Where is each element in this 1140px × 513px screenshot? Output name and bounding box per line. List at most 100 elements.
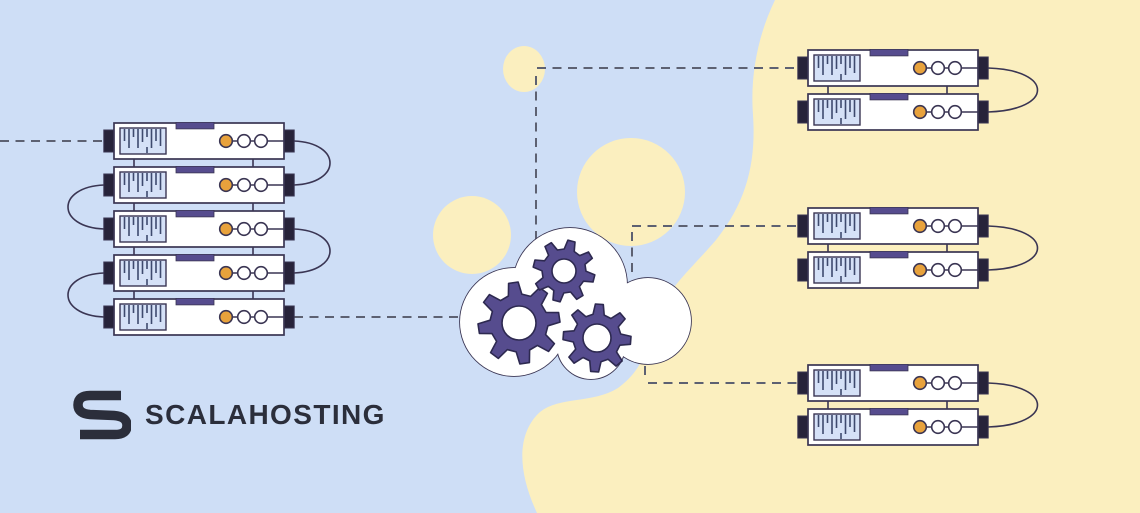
server-cap-right-icon	[282, 217, 295, 241]
server-chassis	[807, 93, 979, 131]
server-led-icon	[253, 309, 269, 325]
server-led-icon	[236, 309, 252, 325]
server-cap-right-icon	[976, 214, 989, 238]
server-cap-left-icon	[797, 258, 810, 282]
server-cap-right-icon	[282, 129, 295, 153]
server-unit	[103, 122, 295, 160]
server-drive-bars-icon	[123, 261, 162, 285]
server-drive-icon	[813, 369, 861, 397]
server-chassis	[807, 49, 979, 87]
server-unit	[103, 210, 295, 248]
server-led-icon	[253, 265, 269, 281]
server-led-icon	[947, 104, 963, 120]
server-chassis	[807, 251, 979, 289]
server-led-orange-icon	[218, 309, 234, 325]
server-chassis	[807, 207, 979, 245]
connection-dashed-lines	[0, 67, 798, 384]
scalahosting-mark-icon	[73, 390, 131, 440]
server-cap-right-icon	[976, 258, 989, 282]
server-cap-right-icon	[282, 173, 295, 197]
server-panel-bar	[175, 254, 215, 262]
server-unit	[103, 298, 295, 336]
server-drive-icon	[813, 413, 861, 441]
server-led-icon	[236, 221, 252, 237]
server-led-orange-icon	[218, 177, 234, 193]
server-unit	[797, 93, 989, 131]
server-drive-bars-icon	[817, 100, 856, 124]
server-drive-icon	[119, 259, 167, 287]
server-unit	[797, 364, 989, 402]
gear-icon	[477, 281, 561, 365]
server-led-icon	[947, 419, 963, 435]
server-cap-left-icon	[103, 129, 116, 153]
server-drive-bars-icon	[817, 258, 856, 282]
server-panel-bar	[869, 251, 909, 259]
server-cap-left-icon	[103, 305, 116, 329]
server-drive-icon	[813, 54, 861, 82]
server-chassis	[113, 254, 285, 292]
brand-logo: SCALAHOSTING	[73, 388, 386, 442]
server-chassis	[113, 122, 285, 160]
server-led-icon	[236, 265, 252, 281]
server-cap-left-icon	[103, 261, 116, 285]
server-drive-bars-icon	[817, 214, 856, 238]
gear-icon	[532, 239, 596, 303]
server-cap-right-icon	[976, 56, 989, 80]
server-cap-left-icon	[797, 214, 810, 238]
server-cap-left-icon	[797, 100, 810, 124]
server-drive-icon	[813, 98, 861, 126]
server-led-icon	[253, 133, 269, 149]
server-cap-left-icon	[103, 217, 116, 241]
server-panel-bar	[175, 210, 215, 218]
server-drive-bars-icon	[817, 415, 856, 439]
server-cap-left-icon	[797, 371, 810, 395]
server-led-icon	[930, 218, 946, 234]
server-cap-right-icon	[282, 261, 295, 285]
server-led-icon	[930, 60, 946, 76]
server-drive-icon	[119, 127, 167, 155]
server-panel-bar	[869, 49, 909, 57]
server-chassis	[113, 298, 285, 336]
server-unit	[797, 207, 989, 245]
server-cap-right-icon	[976, 415, 989, 439]
server-unit	[797, 49, 989, 87]
cloud-icon	[459, 227, 692, 380]
rack-cables	[67, 67, 1039, 428]
server-led-icon	[253, 177, 269, 193]
server-led-icon	[947, 218, 963, 234]
brand-name: SCALAHOSTING	[145, 399, 386, 430]
server-drive-bars-icon	[123, 217, 162, 241]
server-cap-left-icon	[103, 173, 116, 197]
server-led-orange-icon	[218, 133, 234, 149]
server-chassis	[113, 166, 285, 204]
server-cap-right-icon	[976, 100, 989, 124]
server-chassis	[807, 408, 979, 446]
server-panel-bar	[869, 93, 909, 101]
server-drive-bars-icon	[123, 173, 162, 197]
server-drive-bars-icon	[123, 305, 162, 329]
server-panel-bar	[175, 298, 215, 306]
server-cap-right-icon	[282, 305, 295, 329]
server-cap-left-icon	[797, 415, 810, 439]
server-drive-bars-icon	[123, 129, 162, 153]
server-led-orange-icon	[218, 221, 234, 237]
server-led-icon	[253, 221, 269, 237]
server-led-icon	[930, 375, 946, 391]
server-led-orange-icon	[218, 265, 234, 281]
server-panel-bar	[869, 364, 909, 372]
server-unit	[103, 254, 295, 292]
server-drive-icon	[119, 171, 167, 199]
server-led-orange-icon	[912, 375, 928, 391]
server-drive-icon	[119, 215, 167, 243]
server-drive-icon	[813, 256, 861, 284]
server-panel-bar	[869, 207, 909, 215]
server-panel-bar	[175, 166, 215, 174]
server-drive-bars-icon	[817, 371, 856, 395]
server-unit	[103, 166, 295, 204]
server-led-icon	[947, 262, 963, 278]
server-led-orange-icon	[912, 419, 928, 435]
server-chassis	[113, 210, 285, 248]
server-led-icon	[930, 104, 946, 120]
gear-icon	[562, 303, 632, 373]
